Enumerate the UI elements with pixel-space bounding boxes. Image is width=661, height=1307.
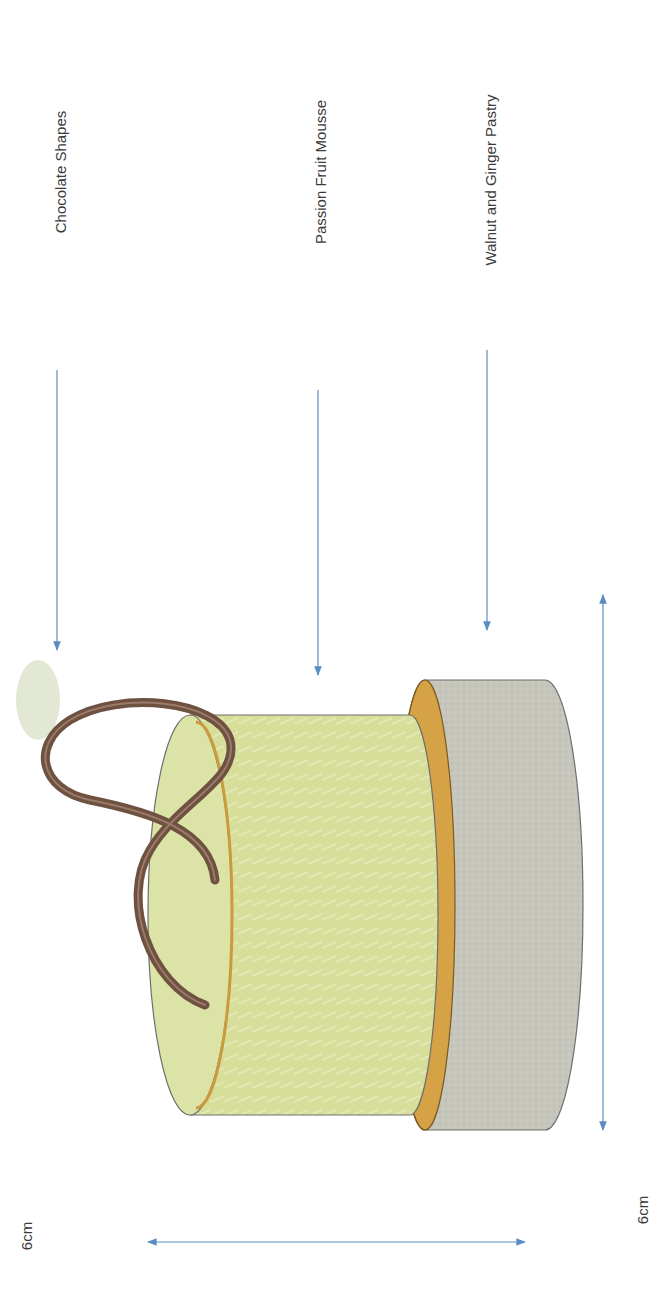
dimension-line [148, 1241, 525, 1242]
chocolate-ribbon [45, 703, 231, 1005]
part-label: Walnut and Ginger Pastry [482, 94, 499, 265]
dimension-line [602, 595, 603, 1130]
ribbon-highlight [45, 703, 231, 1005]
leader-line [317, 390, 318, 675]
leader-line [56, 370, 57, 650]
part-label: Passion Fruit Mousse [312, 100, 329, 244]
part-label: Chocolate Shapes [52, 111, 69, 234]
dimension-label: 6cm [634, 1196, 651, 1224]
leader-line [486, 350, 487, 630]
dimension-label: 6cm [18, 1222, 35, 1250]
